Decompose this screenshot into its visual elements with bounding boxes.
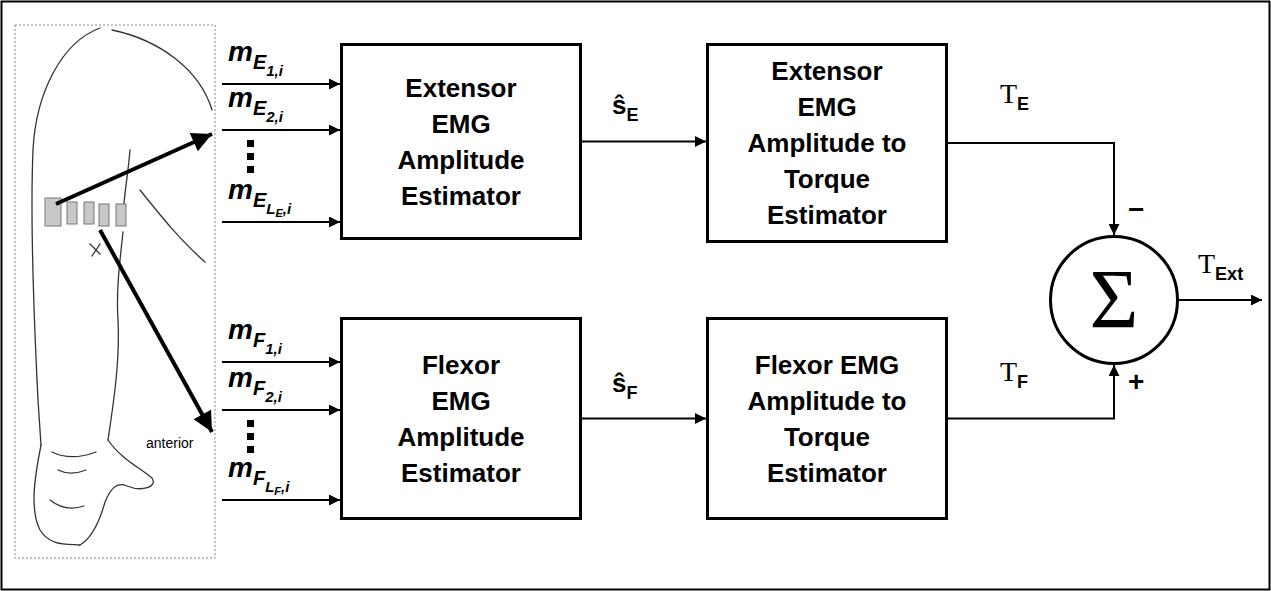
view-label: anterior — [146, 435, 193, 451]
signal-name: 1,i — [266, 62, 283, 79]
input-arrow — [222, 409, 340, 411]
label-group: mF1,i — [228, 316, 282, 356]
signal-name: 2,i — [266, 108, 283, 125]
pointer-arrow — [56, 134, 212, 204]
dot — [247, 446, 254, 453]
process-box: Flexor EMG Amplitude to Torque Estimator — [706, 317, 948, 520]
box-label: Extensor EMG Amplitude Estimator — [376, 70, 546, 214]
label-group: TExt — [1198, 250, 1243, 283]
signal-name: F — [253, 377, 265, 399]
electrode — [84, 202, 94, 224]
signal-arrow — [582, 418, 706, 420]
signal-name: E — [253, 51, 266, 73]
signal-name: F — [626, 383, 637, 403]
electrode — [67, 202, 77, 224]
box-label: Extensor EMG Amplitude to Torque Estimat… — [742, 53, 912, 233]
label-group: mE1,i — [228, 38, 283, 78]
signal-name: ŝ — [612, 90, 626, 120]
label-group: mFLF,i — [228, 454, 289, 497]
finger-line — [50, 500, 84, 508]
hand-outline — [34, 445, 80, 545]
signal-name: F — [253, 329, 265, 351]
electrode — [99, 204, 109, 226]
box-label: Flexor EMG Amplitude to Torque Estimator — [742, 347, 912, 491]
box-label: Σ — [1090, 258, 1139, 342]
sign-mark: − — [1128, 194, 1144, 225]
dot — [247, 166, 254, 173]
torque-name: Ext — [1215, 264, 1243, 284]
dot — [247, 140, 254, 147]
label-group: ŝF — [612, 370, 637, 402]
arm-outline — [32, 28, 100, 445]
torque-name: F — [1017, 372, 1028, 392]
signal-name: E — [626, 105, 638, 125]
signal-name: F — [274, 485, 281, 497]
label-group: − — [1128, 196, 1144, 224]
signal-name: F — [253, 467, 265, 489]
signal-name: m — [228, 362, 253, 393]
signal-name: 2,i — [265, 388, 282, 405]
signal-name: ,i — [281, 478, 289, 495]
label-group: TF — [1000, 358, 1028, 391]
signal-name: m — [228, 82, 253, 113]
input-arrow — [222, 499, 340, 501]
torque-name: T — [1198, 248, 1215, 279]
elbow-mark — [90, 244, 100, 256]
label-group: anterior — [146, 436, 193, 450]
input-arrow — [222, 221, 340, 223]
signal-name: ŝ — [612, 368, 626, 398]
signal-name: m — [228, 174, 253, 205]
arm-drawing — [32, 28, 212, 545]
label-group: mF2,i — [228, 364, 282, 404]
sign-mark: + — [1128, 366, 1144, 397]
arm-outline — [108, 232, 123, 440]
signal-name: ,i — [283, 200, 291, 217]
input-arrows — [222, 84, 340, 500]
palm-crease — [58, 470, 86, 473]
box-label: Flexor EMG Amplitude Estimator — [391, 347, 531, 491]
electrode — [116, 204, 126, 226]
pointer-arrow — [100, 230, 212, 432]
signal-name: m — [228, 314, 253, 345]
label-group: ŝE — [612, 92, 638, 124]
dot — [247, 153, 254, 160]
signal-arrow — [948, 365, 1114, 419]
signal-name: m — [228, 36, 253, 67]
thumb-outline — [80, 440, 153, 545]
label-group: mELE,i — [228, 176, 291, 219]
signal-name: E — [275, 207, 282, 219]
label-group: mE2,i — [228, 84, 283, 124]
signal-name: E — [253, 97, 266, 119]
process-box: Extensor EMG Amplitude Estimator — [340, 43, 582, 240]
signal-name: L — [266, 200, 275, 217]
wrist-crease — [52, 452, 96, 457]
summing-junction: Σ — [1049, 235, 1179, 365]
process-box: Flexor EMG Amplitude Estimator — [340, 317, 582, 520]
signal-name: L — [265, 478, 274, 495]
shoulder-line — [112, 30, 212, 110]
torso-line — [140, 190, 205, 262]
process-box: Extensor EMG Amplitude to Torque Estimat… — [706, 43, 948, 243]
dot — [247, 420, 254, 427]
output-arrow — [1179, 299, 1262, 301]
torque-name: T — [1000, 356, 1017, 387]
input-arrow — [222, 129, 340, 131]
label-group: TE — [1000, 80, 1029, 113]
signal-name: 1,i — [265, 340, 282, 357]
signal-arrow — [582, 141, 706, 143]
dotted-panel — [15, 25, 215, 558]
dot — [247, 433, 254, 440]
signal-name: m — [228, 452, 253, 483]
label-group: + — [1128, 368, 1144, 396]
torque-name: E — [1017, 94, 1029, 114]
signal-name: E — [253, 189, 266, 211]
signal-arrow — [948, 143, 1114, 235]
torque-name: T — [1000, 78, 1017, 109]
